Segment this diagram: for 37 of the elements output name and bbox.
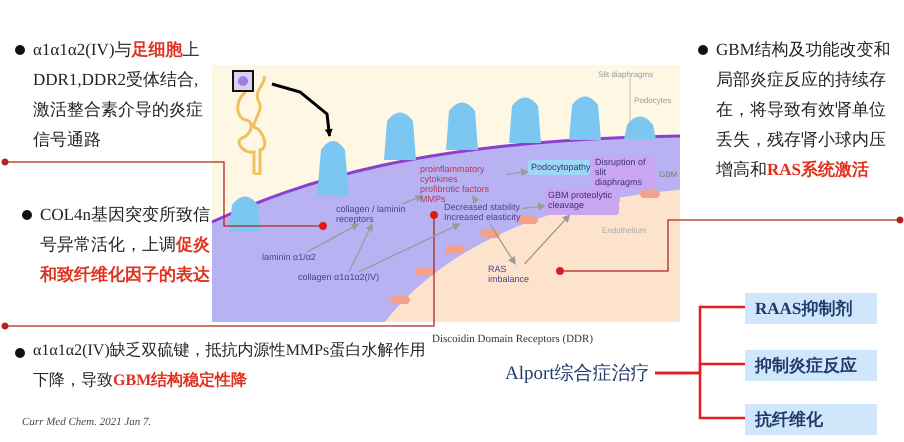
illustration-label: Slit diaphragms: [598, 70, 654, 79]
arrow: [306, 223, 360, 253]
bullet-paragraph: α1α1α2(IV)缺乏双硫键，抵抗内源性MMPs蛋白水解作用下降，导致GBM结构稳定性降: [5, 326, 430, 398]
citation: Curr Med Chem. 2021 Jan 7.: [22, 416, 152, 428]
treatment-label: Alport综合症治疗: [505, 360, 655, 386]
illustration-label: Decreased stability Increased elasticity: [444, 202, 522, 224]
illustration-label: Podocytes: [634, 96, 672, 105]
status-tag: GBM proteolytic cleavage: [545, 188, 619, 215]
illustration-label: collagen / laminin receptors: [336, 204, 418, 224]
illustration-label: collagen α1α1α2(IV): [298, 272, 394, 284]
illustration-label: laminin α1/α2: [262, 252, 330, 264]
illustration-label: Endothelium: [602, 226, 646, 235]
arrow: [506, 168, 529, 176]
arrow: [402, 194, 424, 205]
arrow: [524, 214, 570, 264]
leader-line: [2, 158, 319, 227]
arrow: [358, 223, 461, 273]
bullet-paragraph: GBM结构及功能改变和局部炎症反应的持续存在，将导致有效肾单位丢失，残存肾小球内压增高和RAS系统激活: [688, 35, 900, 220]
status-tag: Podocytopathy: [528, 160, 590, 175]
treatment-tag: 抑制炎症反应: [745, 350, 877, 381]
arrow: [348, 223, 373, 272]
illustration-label: GBM: [659, 170, 678, 179]
leader-line: [2, 219, 435, 330]
treatment-tag: RAAS抑制剂: [745, 293, 877, 324]
illustration-label: MMPs: [420, 194, 446, 204]
illustration-label: RAS imbalance: [488, 264, 550, 284]
treatment-tag: 抗纤维化: [745, 404, 877, 435]
arrow: [272, 82, 333, 137]
leader-line: [564, 216, 904, 272]
figure-caption: Discoidin Domain Receptors (DDR): [432, 333, 593, 345]
bullet-paragraph: α1α1α2(IV)与足细胞上DDR1,DDR2受体结合,激活整合素介导的炎症信号通路: [5, 35, 210, 162]
arrow: [472, 195, 480, 204]
arrow: [522, 202, 546, 211]
status-tag: Disruption of slit diaphragms: [592, 155, 656, 189]
illustration-label: profibrotic factors: [420, 184, 490, 194]
bullet-paragraph: COL4n基因突变所致信号异常活化，上调促炎和致纤维化因子的表达: [12, 200, 212, 322]
brace-line: [655, 372, 745, 420]
